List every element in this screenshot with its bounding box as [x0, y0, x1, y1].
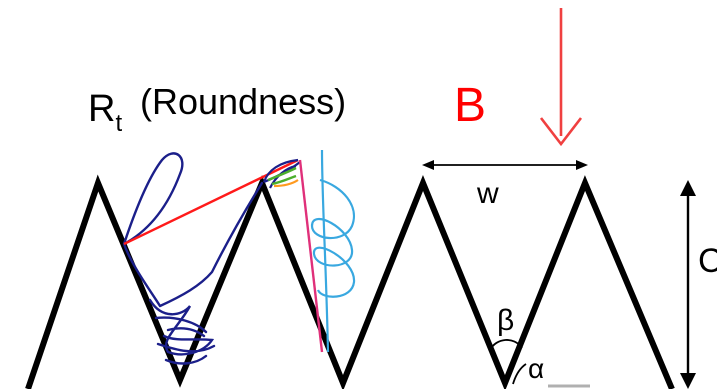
beta-angle-arc: [489, 339, 523, 351]
sawtooth-profile: [25, 174, 675, 389]
alpha-label: α: [528, 353, 544, 384]
width-label: w: [476, 177, 499, 210]
alpha-angle-arc: [512, 363, 527, 385]
b-arrow: [539, 8, 583, 147]
width-dimension: [422, 160, 588, 170]
depth-label: C: [698, 242, 717, 280]
roundness-sketch-navy: [122, 152, 264, 365]
roundness-sketch-cyan: [310, 149, 356, 353]
roundness-label: (Roundness): [140, 81, 346, 122]
beta-label: β: [497, 304, 514, 337]
b-label: B: [454, 79, 486, 132]
roundness-sketch-green: [267, 166, 297, 186]
roundness-sketch-magenta: [298, 159, 324, 353]
depth-dimension: [680, 180, 696, 389]
roundness-sketch-orange: [273, 179, 299, 188]
rt-label: Rt: [88, 88, 122, 137]
